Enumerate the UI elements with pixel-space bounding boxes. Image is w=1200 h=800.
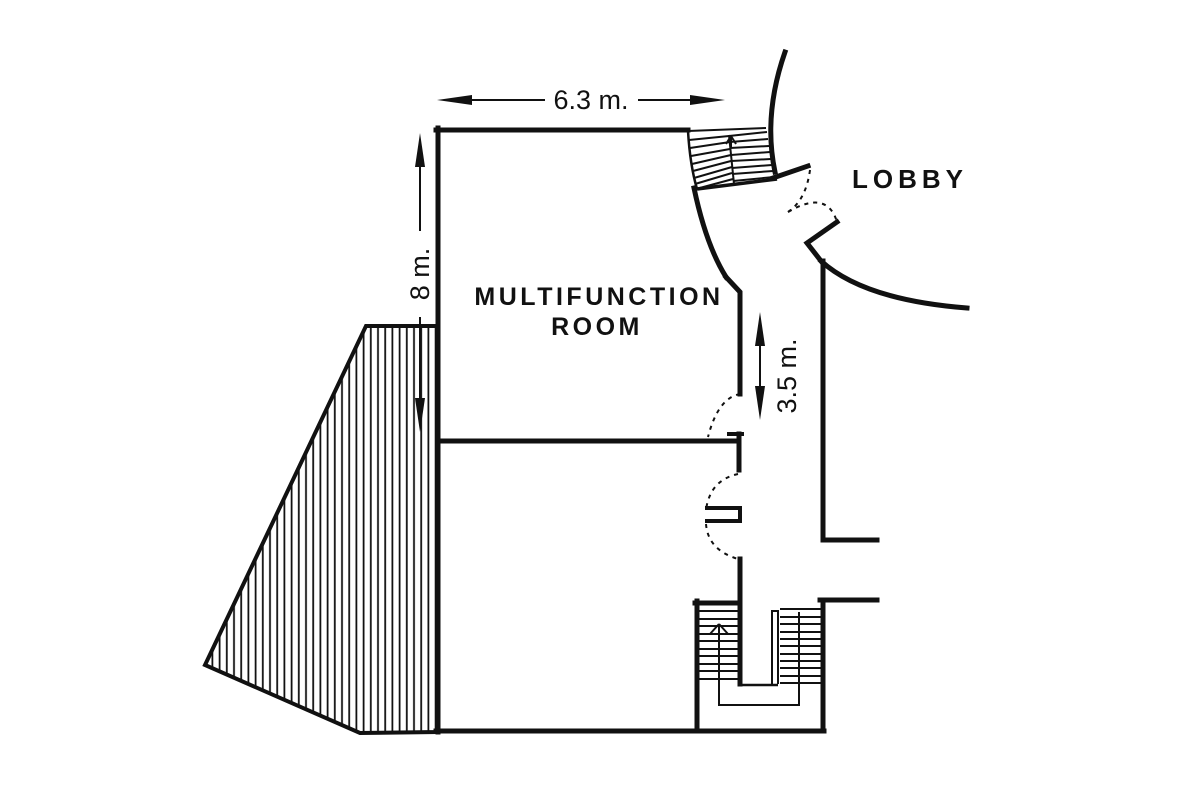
multifunction-room-label-line1: MULTIFUNCTION <box>474 283 723 311</box>
dimension-room-height: 8 m. <box>405 133 435 432</box>
dimension-arrow-up-icon <box>415 133 425 167</box>
dimension-arrow-up-icon <box>755 312 765 346</box>
corridor-height-value: 3.5 m. <box>772 338 802 413</box>
upper-stairs-treads-right <box>728 131 775 182</box>
lobby-door-jamb-left <box>769 162 812 182</box>
dimension-arrow-left-icon <box>437 95 472 105</box>
upper-door-swing-arc <box>707 393 741 438</box>
stair-curved-wall-right <box>768 48 789 175</box>
lower-stairs <box>698 608 821 706</box>
room-width-value: 6.3 m. <box>553 85 628 115</box>
upper-stairs-divider <box>728 134 735 185</box>
room-labels: MULTIFUNCTION ROOM LOBBY <box>474 164 968 341</box>
dimension-arrow-down-icon <box>415 398 425 432</box>
dimension-arrow-right-icon <box>690 95 725 105</box>
lower-stairs-newel-wall <box>771 610 779 684</box>
upper-stairs-up-arrow-icon <box>725 135 737 148</box>
room-height-value: 8 m. <box>405 248 435 301</box>
lower-stairs-walk-line <box>718 612 800 706</box>
double-door-swing-arc-top <box>705 473 739 511</box>
hatched-area <box>202 324 439 736</box>
multifunction-room-label-line2: ROOM <box>551 313 643 341</box>
upper-stairs-bottom-edge <box>696 177 778 191</box>
lower-stairs-up-arrow-icon <box>709 623 729 635</box>
lobby-label: LOBBY <box>852 164 968 194</box>
dimension-corridor-height: 3.5 m. <box>755 312 802 420</box>
hatch-polygon <box>202 324 439 736</box>
dimension-room-width: 6.3 m. <box>437 85 725 115</box>
lobby-door-swing-arc-2 <box>787 201 838 223</box>
lower-stairs-treads-right <box>780 608 821 684</box>
walls <box>433 48 970 735</box>
lobby-curved-wall <box>817 257 970 311</box>
upper-stairs-left-edge <box>686 130 699 190</box>
stair-curved-wall-left <box>691 185 730 281</box>
double-door-leaf <box>705 506 742 523</box>
corridor-wall-left <box>722 273 743 397</box>
double-door-swing-arc-bottom <box>705 523 739 560</box>
dimension-arrow-down-icon <box>755 386 765 420</box>
upper-stairs <box>686 127 778 191</box>
door-swings <box>705 169 838 560</box>
lobby-door-leaf <box>803 218 841 265</box>
upper-stairs-treads-left <box>687 127 767 190</box>
